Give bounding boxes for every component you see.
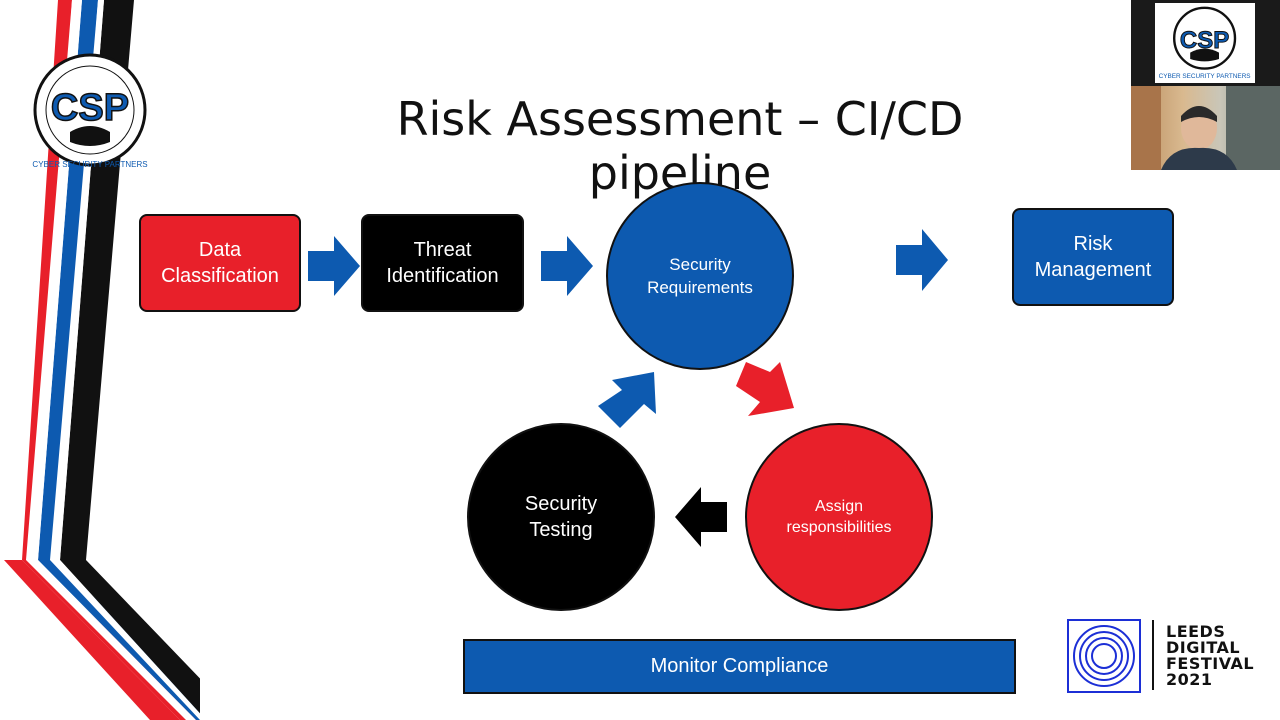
decorative-stripes <box>4 0 200 720</box>
svg-text:CYBER SECURITY PARTNERS: CYBER SECURITY PARTNERS <box>1159 73 1251 80</box>
festival-divider <box>1152 620 1154 690</box>
data-classification-label: Data Classification <box>161 239 279 287</box>
monitor-compliance-bar: Monitor Compliance <box>463 639 1016 694</box>
festival-name: LEEDS DIGITAL FESTIVAL 2021 <box>1166 624 1254 688</box>
security-requirements-circle: Security Requirements <box>606 182 794 370</box>
csp-logo: CSP CYBER SECURITY PARTNERS <box>32 53 148 169</box>
data-classification-box: Data Classification <box>139 214 301 312</box>
security-testing-circle: Security Testing <box>467 423 655 611</box>
arrow-right-icon <box>308 236 360 296</box>
festival-line-2: DIGITAL <box>1166 638 1241 657</box>
webcam-video <box>1131 86 1280 170</box>
festival-line-3: FESTIVAL <box>1166 654 1255 673</box>
svg-text:CYBER SECURITY PARTNERS: CYBER SECURITY PARTNERS <box>32 160 147 169</box>
arrow-left-icon <box>675 487 727 547</box>
svg-text:CSP: CSP <box>51 87 129 129</box>
arrow-up-right-icon <box>598 372 656 428</box>
arrow-right-icon <box>541 236 593 296</box>
risk-management-box: Risk Management <box>1012 208 1174 306</box>
threat-identification-box: Threat Identification <box>361 214 524 312</box>
person-icon <box>1131 86 1280 170</box>
security-testing-label: Security Testing <box>524 493 598 541</box>
festival-line-1: LEEDS <box>1166 622 1226 641</box>
monitor-compliance-label: Monitor Compliance <box>650 655 829 677</box>
arrow-down-right-icon <box>736 362 794 416</box>
festival-line-4: 2021 <box>1166 670 1213 689</box>
assign-responsibilities-label: Assign responsibilities <box>786 498 892 536</box>
assign-responsibilities-circle: Assign responsibilities <box>745 423 933 611</box>
threat-identification-label: Threat Identification <box>386 239 499 287</box>
leeds-digital-festival-logo <box>1067 619 1141 693</box>
svg-text:CSP: CSP <box>1180 27 1229 54</box>
risk-management-label: Risk Management <box>1034 233 1152 281</box>
arrow-right-icon <box>896 229 948 291</box>
csp-logo-small: CSP CYBER SECURITY PARTNERS <box>1155 3 1255 83</box>
security-requirements-label: Security Requirements <box>647 255 753 297</box>
